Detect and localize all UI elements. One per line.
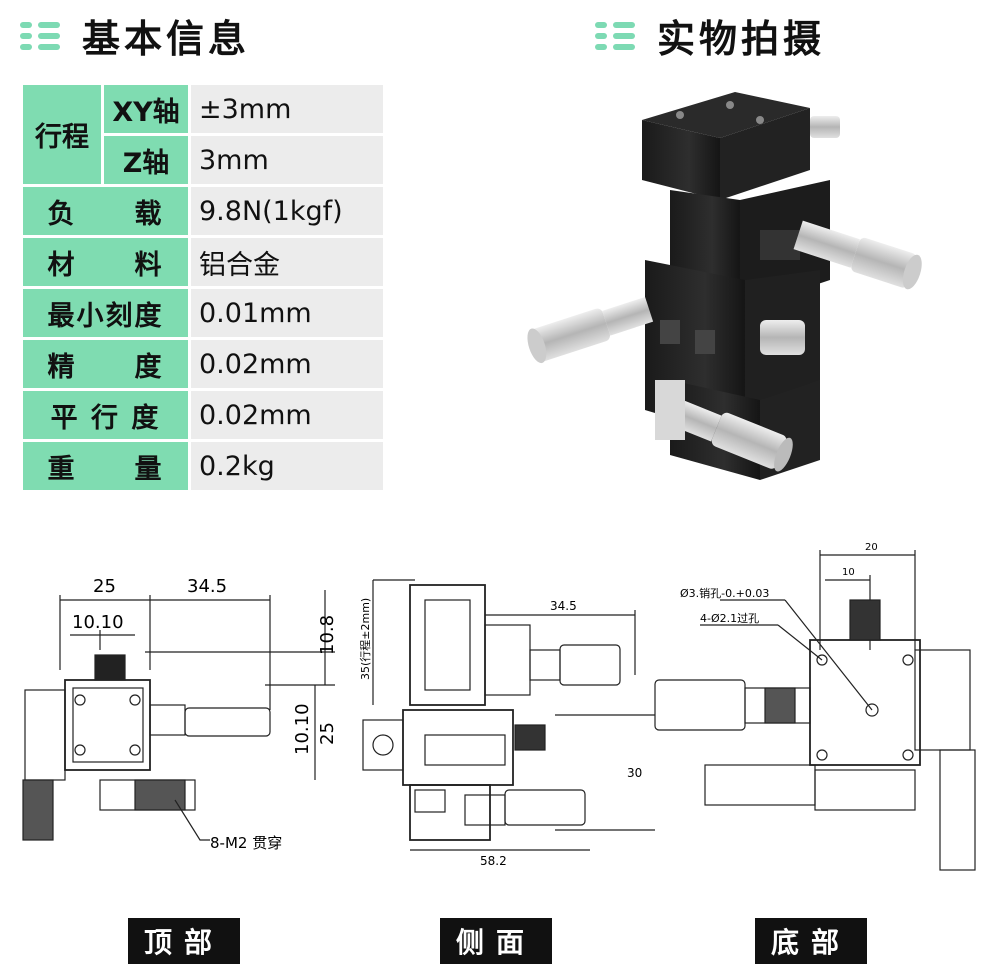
stroke-label: 行程: [23, 85, 101, 184]
xy-axis-label: XY轴: [104, 85, 188, 133]
basic-info-header: 基本信息: [20, 8, 250, 63]
dim-25: 25: [93, 576, 116, 597]
side-view-tag: 侧面: [440, 918, 552, 964]
spec-row-label: 材 料: [23, 238, 188, 286]
spec-row-label: 精 度: [23, 340, 188, 388]
menu-lines-icon: [20, 21, 60, 50]
dim-20: 20: [865, 542, 878, 553]
dim-10: 10: [842, 567, 855, 578]
spec-row-value: 0.2kg: [191, 442, 383, 490]
spec-row-value: 铝合金: [191, 238, 383, 286]
bottom-view-tag: 底部: [755, 918, 867, 964]
menu-lines-icon: [595, 21, 635, 50]
spec-row-value: 0.02mm: [191, 391, 383, 439]
side-view-drawing: 34.5 35(行程±2mm) 30 58.2: [359, 579, 655, 868]
dim-34-5: 34.5: [187, 576, 227, 597]
basic-info-title: 基本信息: [82, 17, 251, 61]
spec-row-label: 最小刻度: [23, 289, 188, 337]
bottom-view-drawing: 20 10 Ø3.销孔-0.+0.03 4-Ø2.1过孔: [654, 542, 976, 871]
xy-axis-value: ±3mm: [191, 85, 383, 133]
spec-row-value: 9.8N(1kgf): [191, 187, 383, 235]
dim-10-10: 10.10: [72, 612, 124, 633]
dim-58-2: 58.2: [480, 854, 507, 868]
z-axis-value: 3mm: [191, 136, 383, 184]
hole-pin: Ø3.销孔-0.+0.03: [680, 586, 769, 600]
spec-row-label: 负 载: [23, 187, 188, 235]
dim-34-5: 34.5: [550, 599, 577, 613]
stage-product-photo: [527, 92, 922, 480]
photo-title: 实物拍摄: [657, 17, 826, 61]
z-axis-label: Z轴: [104, 136, 188, 184]
spec-row-value: 0.01mm: [191, 289, 383, 337]
top-view-drawing: 25 34.5 10.10 10.8 10.10 25 8-M2 贯穿: [22, 576, 338, 852]
spec-row-value: 0.02mm: [191, 340, 383, 388]
dim-v-25: 25: [317, 722, 338, 745]
top-view-tag: 顶部: [128, 918, 240, 964]
dim-10-8: 10.8: [317, 615, 338, 655]
callout-8-m2: 8-M2 贯穿: [210, 834, 282, 852]
spec-row-label: 平 行 度: [23, 391, 188, 439]
dim-v-10-10: 10.10: [292, 703, 313, 755]
photo-header: 实物拍摄: [595, 8, 825, 63]
spec-row-label: 重 量: [23, 442, 188, 490]
dim-30: 30: [627, 766, 642, 780]
spec-table: 行程 XY轴 ±3mm Z轴 3mm 负 载 9.8N(1kgf) 材 料 铝合…: [20, 82, 386, 493]
dim-35: 35(行程±2mm): [359, 598, 372, 680]
hole-through: 4-Ø2.1过孔: [700, 612, 759, 625]
